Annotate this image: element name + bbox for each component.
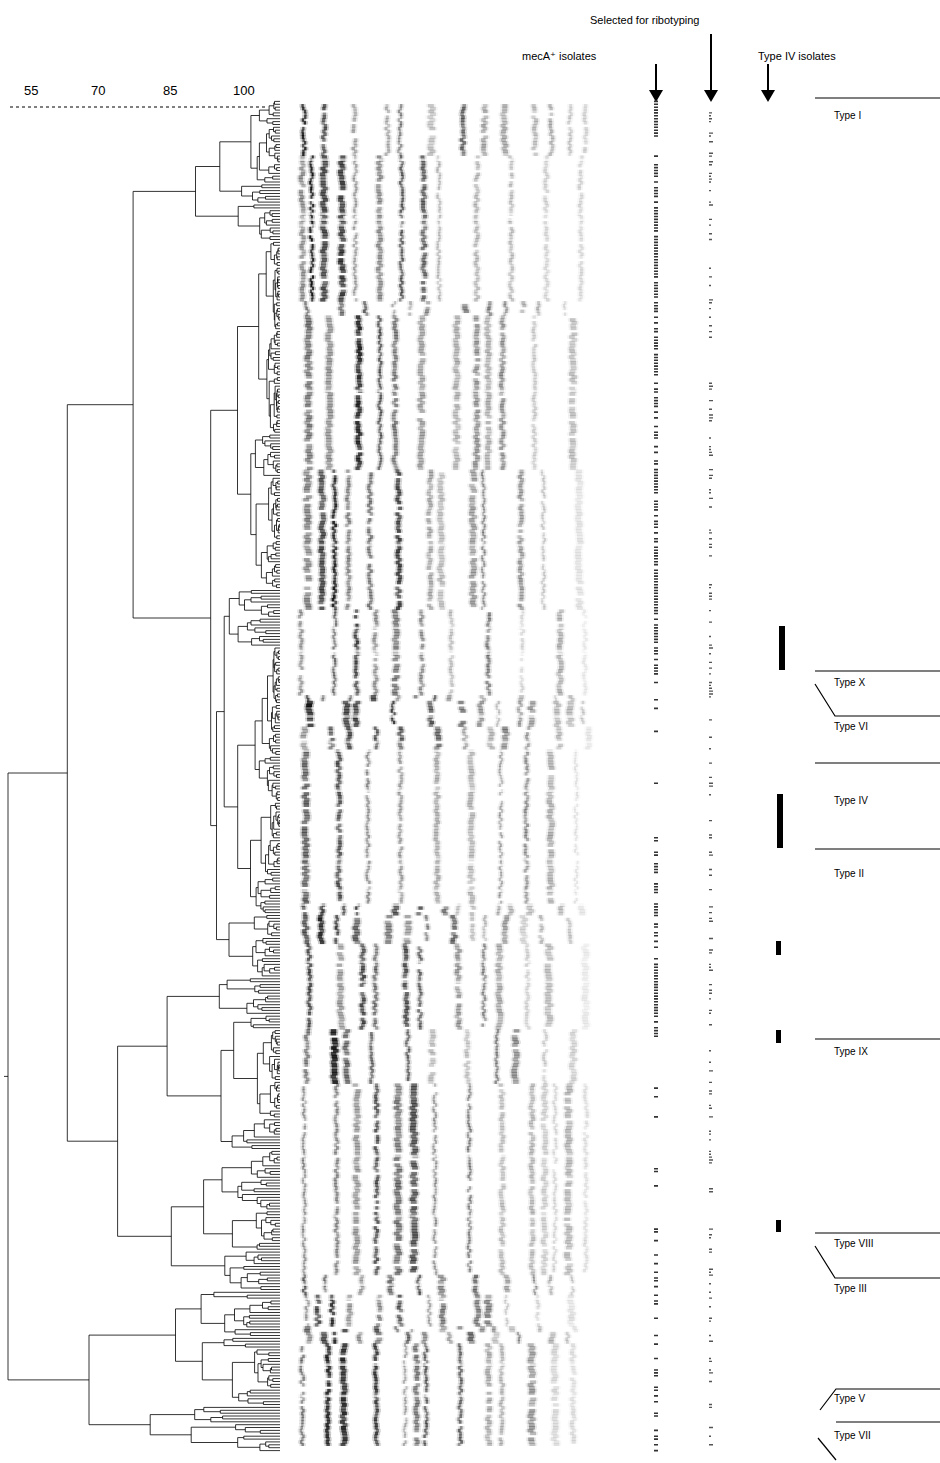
type-label: Type IX xyxy=(834,1046,868,1058)
type-label: Type VI xyxy=(834,721,868,733)
isolate-marks xyxy=(654,101,713,1450)
column-header: Type IV isolates xyxy=(758,50,836,63)
type-label: Type III xyxy=(834,1283,867,1295)
type-label: Type I xyxy=(834,110,861,122)
scale-axis xyxy=(10,107,266,108)
pointer-arrows xyxy=(649,34,775,102)
type-label: Type II xyxy=(834,868,864,880)
type-label: Type IV xyxy=(834,795,868,807)
scale-value: 100 xyxy=(233,84,255,99)
dendrogram-tree xyxy=(4,101,280,1450)
type-label: Type V xyxy=(834,1393,865,1405)
ribotyping-marks xyxy=(709,113,713,1445)
gel-lanes xyxy=(290,104,645,1446)
type-brackets xyxy=(815,98,940,1460)
column-header: mecA⁺ isolates xyxy=(522,50,596,63)
type-iv-bars xyxy=(776,626,785,1232)
meca-marks xyxy=(654,101,658,1450)
type-label: Type X xyxy=(834,677,865,689)
column-header: Selected for ribotyping xyxy=(590,14,699,27)
type-label: Type VII xyxy=(834,1430,871,1442)
scale-value: 70 xyxy=(91,84,105,99)
scale-value: 85 xyxy=(163,84,177,99)
scale-value: 55 xyxy=(24,84,38,99)
type-label: Type VIII xyxy=(834,1238,873,1250)
